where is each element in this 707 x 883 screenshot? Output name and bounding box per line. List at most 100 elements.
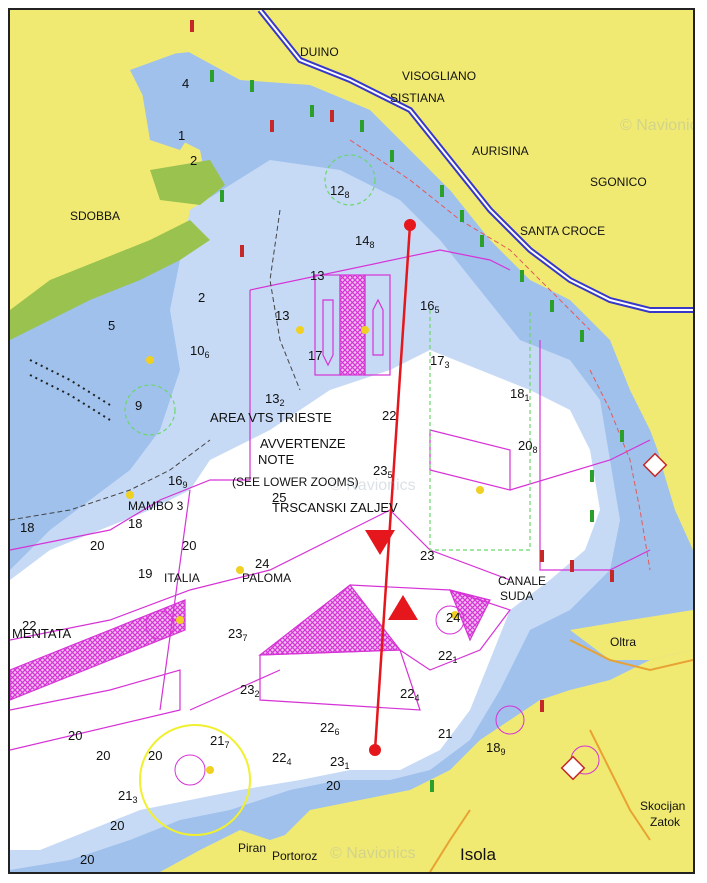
town-sdobba: SDOBBA <box>70 209 120 223</box>
label-area-vts: AREA VTS TRIESTE <box>210 410 332 425</box>
south-land <box>260 650 693 872</box>
svg-text:20: 20 <box>80 852 94 867</box>
town-piran: Piran <box>238 841 266 855</box>
vts-area-boundary <box>10 290 251 551</box>
depth-contour-4 <box>589 369 651 571</box>
town-skocijan: Skocijan <box>640 799 685 813</box>
town-aurisina: AURISINA <box>472 144 529 158</box>
route-start-point[interactable] <box>404 219 416 231</box>
road-south-2 <box>589 729 651 841</box>
buoy-circle <box>174 754 206 786</box>
svg-text:224: 224 <box>400 686 419 703</box>
svg-text:18: 18 <box>20 520 34 535</box>
svg-text:132: 132 <box>265 391 284 408</box>
green-dashed-circle <box>124 384 176 436</box>
svg-text:21: 21 <box>438 726 452 741</box>
south-land-2 <box>570 610 693 660</box>
anchorage-area-2 <box>349 584 511 671</box>
town-isola: Isola <box>460 845 496 864</box>
svg-text:237: 237 <box>228 626 247 643</box>
svg-text:221: 221 <box>438 648 457 665</box>
nautical-chart[interactable]: DUINO VISOGLIANO SISTIANA AURISINA SGONI… <box>10 10 693 872</box>
svg-text:106: 106 <box>190 343 209 360</box>
warning-diamond-icon <box>642 452 668 478</box>
north-land <box>10 10 370 80</box>
svg-text:128: 128 <box>330 183 349 200</box>
warning-diamond-icon-2 <box>560 755 586 781</box>
svg-text:25: 25 <box>272 490 286 505</box>
route-line[interactable] <box>373 224 412 751</box>
deep-water <box>10 350 600 850</box>
marsh-area <box>10 220 210 340</box>
label-mambo: MAMBO 3 <box>128 499 184 513</box>
svg-text:165: 165 <box>420 298 439 315</box>
svg-text:19: 19 <box>138 566 152 581</box>
restricted-circle <box>139 724 251 836</box>
label-mentata: MENTATA <box>12 626 72 641</box>
watermark-2: © Navionics <box>330 845 416 862</box>
depth-soundings: 4 1 2 128 148 13 13 165 17 173 2 5 106 9… <box>20 76 537 867</box>
label-trscanski-zaljev: TRSCANSKI ZALJEV <box>272 500 398 515</box>
west-land <box>10 50 150 270</box>
depth-contour <box>10 439 211 521</box>
town-sistiana: SISTIANA <box>390 91 445 105</box>
nautical-chart-frame: DUINO VISOGLIANO SISTIANA AURISINA SGONI… <box>8 8 695 874</box>
svg-text:217: 217 <box>210 733 229 750</box>
east-zone-3 <box>509 439 651 491</box>
svg-text:5: 5 <box>108 318 115 333</box>
separation-zone <box>339 274 366 376</box>
label-paloma: PALOMA <box>242 571 291 585</box>
svg-text:20: 20 <box>110 818 124 833</box>
label-italia: ITALIA <box>164 571 200 585</box>
svg-text:9: 9 <box>135 398 142 413</box>
svg-text:17: 17 <box>308 348 322 363</box>
svg-text:20: 20 <box>90 538 104 553</box>
svg-text:23: 23 <box>420 548 434 563</box>
green-dashed-circle-2 <box>324 154 376 206</box>
town-oltra: Oltra <box>610 635 636 649</box>
svg-text:24: 24 <box>446 610 460 625</box>
town-zatok: Zatok <box>650 815 681 829</box>
lane-arrow-down <box>322 299 334 367</box>
svg-text:20: 20 <box>96 748 110 763</box>
traffic-zone-hatch <box>10 599 186 701</box>
svg-text:13: 13 <box>310 268 324 283</box>
svg-text:181: 181 <box>510 386 529 403</box>
svg-text:13: 13 <box>275 308 289 323</box>
svg-text:22: 22 <box>22 618 36 633</box>
svg-text:235: 235 <box>373 463 392 480</box>
traffic-zone-north <box>249 249 511 291</box>
route-arrow-up <box>388 595 418 620</box>
traffic-zone-west-2 <box>10 669 181 751</box>
town-suda: SUDA <box>500 589 533 603</box>
svg-text:22: 22 <box>382 408 396 423</box>
svg-text:224: 224 <box>272 750 291 767</box>
buoy-circle-4 <box>495 705 525 735</box>
svg-text:20: 20 <box>148 748 162 763</box>
route-end-point[interactable] <box>369 744 381 756</box>
svg-text:169: 169 <box>168 473 187 490</box>
svg-text:189: 189 <box>486 740 505 757</box>
svg-text:2: 2 <box>190 153 197 168</box>
svg-text:208: 208 <box>518 438 537 455</box>
svg-text:213: 213 <box>118 788 137 805</box>
label-see-lower-zooms: (SEE LOWER ZOOMS) <box>232 475 359 489</box>
marsh-area-2 <box>150 160 225 205</box>
traffic-zone-south <box>159 489 281 711</box>
east-land <box>360 10 693 330</box>
buoy-circle-3 <box>435 605 465 635</box>
buoy-circle-2 <box>145 610 175 640</box>
east-zone-2 <box>539 340 651 571</box>
svg-text:24: 24 <box>255 556 269 571</box>
town-canale: CANALE <box>498 574 546 588</box>
watermark: © Navionics <box>330 477 416 494</box>
buoy-markers <box>126 20 624 792</box>
svg-text:1: 1 <box>178 128 185 143</box>
town-portoroz: Portoroz <box>272 849 317 863</box>
svg-text:148: 148 <box>355 233 374 250</box>
anchorage-area <box>259 649 421 711</box>
svg-text:20: 20 <box>68 728 82 743</box>
svg-text:20: 20 <box>182 538 196 553</box>
svg-text:2: 2 <box>198 290 205 305</box>
svg-text:18: 18 <box>128 516 142 531</box>
